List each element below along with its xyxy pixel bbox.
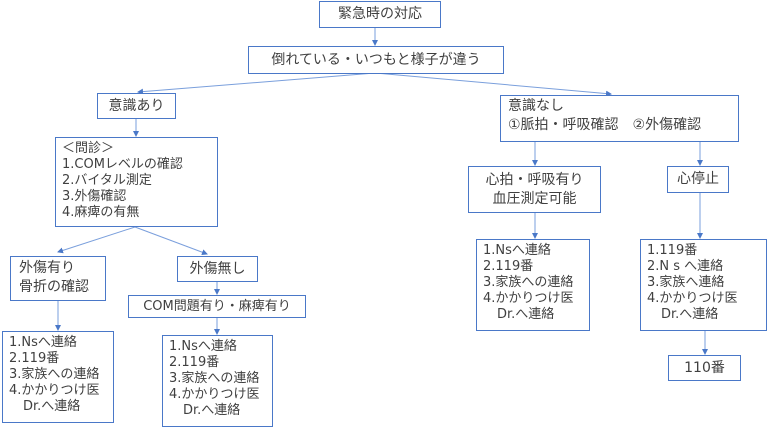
arrow-interview-to-injury-yes xyxy=(57,226,136,254)
action-item: Dr.へ連絡 xyxy=(23,399,81,414)
injury-yes-sublabel: 骨折の確認 xyxy=(19,279,89,295)
injury-yes-label: 外傷有り xyxy=(19,260,75,276)
injury-no-actions-box: 1.Nsへ連絡 2.119番 3.家族への連絡 4.かかりつけ医 Dr.へ連絡 xyxy=(162,335,273,427)
arrow-interview-to-injury-no xyxy=(134,226,208,256)
injury-yes-box: 外傷有り 骨折の確認 xyxy=(10,256,106,301)
action-item: 1.Nsへ連絡 xyxy=(483,243,551,258)
conscious-label: 意識あり xyxy=(108,97,165,114)
breathing-label: 心拍・呼吸有り xyxy=(485,171,584,188)
injury-yes-actions-box: 1.Nsへ連絡 2.119番 3.家族への連絡 4.かかりつけ医 Dr.へ連絡 xyxy=(2,331,114,423)
action-item: 1.Nsへ連絡 xyxy=(9,335,77,350)
action-item: 4.かかりつけ医 xyxy=(169,387,260,402)
condition-box: COM問題有り・麻痺有り xyxy=(128,295,306,318)
arrest-label: 心停止 xyxy=(677,171,719,187)
interview-item: 3.外傷確認 xyxy=(62,189,127,204)
arrest-box: 心停止 xyxy=(667,166,729,193)
unconscious-label: 意識なし xyxy=(508,98,564,114)
action-item: 4.かかりつけ医 xyxy=(483,291,574,306)
action-item: Dr.へ連絡 xyxy=(183,403,241,418)
unconscious-checks: ①脈拍・呼吸確認 ②外傷確認 xyxy=(508,117,702,133)
action-item: 4.かかりつけ医 xyxy=(9,383,100,398)
unconscious-box: 意識なし ①脈拍・呼吸確認 ②外傷確認 xyxy=(500,95,739,142)
title-box: 緊急時の対応 xyxy=(319,1,441,28)
action-item: 4.かかりつけ医 xyxy=(647,291,738,306)
action-item: 2.N s へ連絡 xyxy=(647,259,724,274)
action-item: 3.家族への連絡 xyxy=(9,367,100,382)
action-item: 3.家族への連絡 xyxy=(169,371,260,386)
interview-heading: ＜問診＞ xyxy=(62,141,115,156)
action-item: 2.119番 xyxy=(169,355,220,370)
action-item: 2.119番 xyxy=(9,351,60,366)
police-label: 110番 xyxy=(684,359,725,376)
breathing-box: 心拍・呼吸有り 血圧測定可能 xyxy=(468,166,601,213)
trigger-text: 倒れている・いつもと様子が違う xyxy=(271,51,481,68)
title-text: 緊急時の対応 xyxy=(338,6,422,22)
arrest-actions-box: 1.119番 2.N s へ連絡 3.家族へ連絡 4.かかりつけ医 Dr.へ連絡 xyxy=(640,239,767,331)
condition-text: COM問題有り・麻痺有り xyxy=(143,298,291,314)
action-item: 3.家族へ連絡 xyxy=(647,275,725,290)
breathing-actions-box: 1.Nsへ連絡 2.119番 3.家族への連絡 4.かかりつけ医 Dr.へ連絡 xyxy=(476,239,590,331)
injury-no-box: 外傷無し xyxy=(177,256,258,282)
police-box: 110番 xyxy=(668,355,741,381)
arrow-trigger-to-conscious xyxy=(137,72,376,95)
action-item: Dr.へ連絡 xyxy=(661,307,719,322)
conscious-box: 意識あり xyxy=(97,93,176,119)
action-item: 1.Nsへ連絡 xyxy=(169,339,237,354)
action-item: Dr.へ連絡 xyxy=(497,307,555,322)
interview-item: 2.バイタル測定 xyxy=(62,173,152,188)
interview-item: 1.COMレベルの確認 xyxy=(62,157,183,172)
trigger-box: 倒れている・いつもと様子が違う xyxy=(248,46,504,74)
interview-item: 4.麻痺の有無 xyxy=(62,205,140,220)
action-item: 3.家族への連絡 xyxy=(483,275,574,290)
injury-no-label: 外傷無し xyxy=(189,260,246,277)
action-item: 2.119番 xyxy=(483,259,534,274)
arrow-trigger-to-unconscious xyxy=(374,72,612,97)
breathing-sublabel: 血圧測定可能 xyxy=(492,190,577,207)
action-item: 1.119番 xyxy=(647,243,698,258)
interview-box: ＜問診＞ 1.COMレベルの確認 2.バイタル測定 3.外傷確認 4.麻痺の有無 xyxy=(55,137,218,227)
